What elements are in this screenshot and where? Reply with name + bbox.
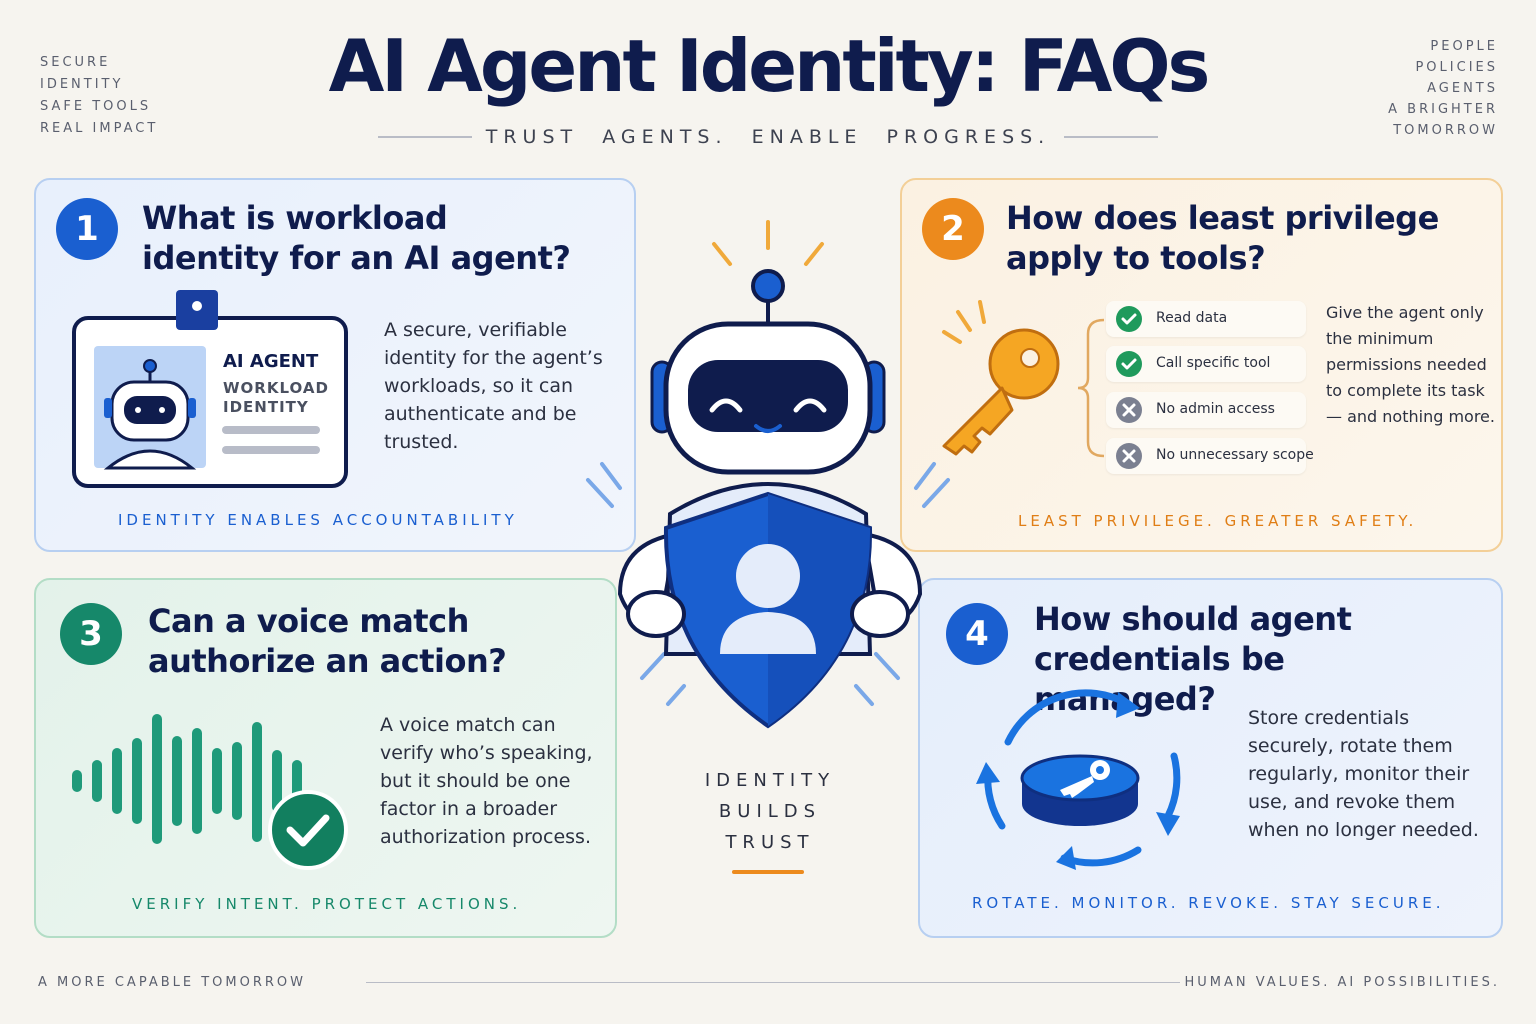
header-right-item: TOMORROW xyxy=(1393,123,1498,138)
card-number-badge: 4 xyxy=(946,603,1008,665)
page-subtitle: TRUST AGENTS. ENABLE PROGRESS. xyxy=(485,126,1051,148)
page-title: AI Agent Identity: FAQs xyxy=(328,24,1211,108)
card-tagline: IDENTITY ENABLES ACCOUNTABILITY xyxy=(118,511,518,529)
card-tagline: LEAST PRIVILEGE. GREATER SAFETY. xyxy=(1018,512,1418,530)
permission-item: No unnecessary scope xyxy=(1106,438,1314,474)
check-icon xyxy=(1116,351,1142,377)
rotating-credential-icon xyxy=(968,686,1196,878)
card-question: What is workload identity for an AI agen… xyxy=(142,199,571,277)
center-caption-line: TRUST xyxy=(725,832,815,853)
center-caption-underline xyxy=(732,870,804,874)
header-left-item: IDENTITY xyxy=(40,77,124,92)
card-question: How does least privilege apply to tools? xyxy=(1006,199,1439,277)
card-answer: Store credentials securely, rotate them … xyxy=(1248,707,1479,841)
voice-waveform-icon xyxy=(68,708,358,872)
permission-label: No admin access xyxy=(1156,401,1275,417)
badge-title: AI AGENT xyxy=(223,351,319,372)
header-right-item: A BRIGHTER xyxy=(1388,102,1498,117)
header-right-item: PEOPLE xyxy=(1430,39,1498,54)
footer-left-text: A MORE CAPABLE TOMORROW xyxy=(38,975,307,990)
header-right-item: AGENTS xyxy=(1427,81,1498,96)
header-left-item: SAFE TOOLS xyxy=(40,99,152,114)
id-badge-icon xyxy=(72,290,348,488)
card-answer: A voice match can verify who’s speaking,… xyxy=(380,714,593,848)
permission-label: Read data xyxy=(1156,310,1228,326)
footer-right-text: HUMAN VALUES. AI POSSIBILITIES. xyxy=(1184,975,1500,990)
subtitle-rule-left xyxy=(378,136,472,138)
header-left-item: REAL IMPACT xyxy=(40,121,159,136)
check-icon xyxy=(1116,306,1142,332)
header-right-item: POLICIES xyxy=(1415,60,1498,75)
subtitle-rule-right xyxy=(1064,136,1158,138)
permission-label: No unnecessary scope xyxy=(1156,447,1314,463)
card-answer: Give the agent only the minimum permissi… xyxy=(1326,303,1495,426)
robot-shield-illustration xyxy=(580,214,960,754)
permission-item: No admin access xyxy=(1106,392,1306,428)
card-number-badge: 3 xyxy=(60,603,122,665)
card-tagline: ROTATE. MONITOR. REVOKE. STAY SECURE. xyxy=(972,894,1445,912)
card-answer: A secure, verifiable identity for the ag… xyxy=(384,319,603,453)
badge-subtitle: WORKLOAD xyxy=(223,379,329,397)
card-tagline: VERIFY INTENT. PROTECT ACTIONS. xyxy=(132,895,522,913)
header-right-list: PEOPLE POLICIES AGENTS A BRIGHTER TOMORR… xyxy=(1388,36,1498,141)
x-icon xyxy=(1116,397,1142,423)
center-caption: IDENTITY BUILDS TRUST xyxy=(660,765,880,858)
key-icon xyxy=(930,296,1070,456)
center-caption-line: BUILDS xyxy=(718,801,822,822)
x-icon xyxy=(1116,443,1142,469)
card-number-badge: 1 xyxy=(56,198,118,260)
card-number-badge: 2 xyxy=(922,198,984,260)
faq-card-3 xyxy=(34,578,617,938)
badge-subtitle: IDENTITY xyxy=(223,398,309,416)
permission-item: Read data xyxy=(1106,301,1306,337)
permission-bracket xyxy=(1076,316,1106,460)
card-question: Can a voice match authorize an action? xyxy=(148,602,507,680)
header-left-item: SECURE xyxy=(40,55,111,70)
permission-label: Call specific tool xyxy=(1156,355,1271,371)
center-caption-line: IDENTITY xyxy=(704,770,836,791)
header-left-list: SECURE IDENTITY SAFE TOOLS REAL IMPACT xyxy=(40,52,158,140)
faq-card-4 xyxy=(918,578,1503,938)
permission-item: Call specific tool xyxy=(1106,346,1306,382)
footer-rule xyxy=(366,982,1180,983)
